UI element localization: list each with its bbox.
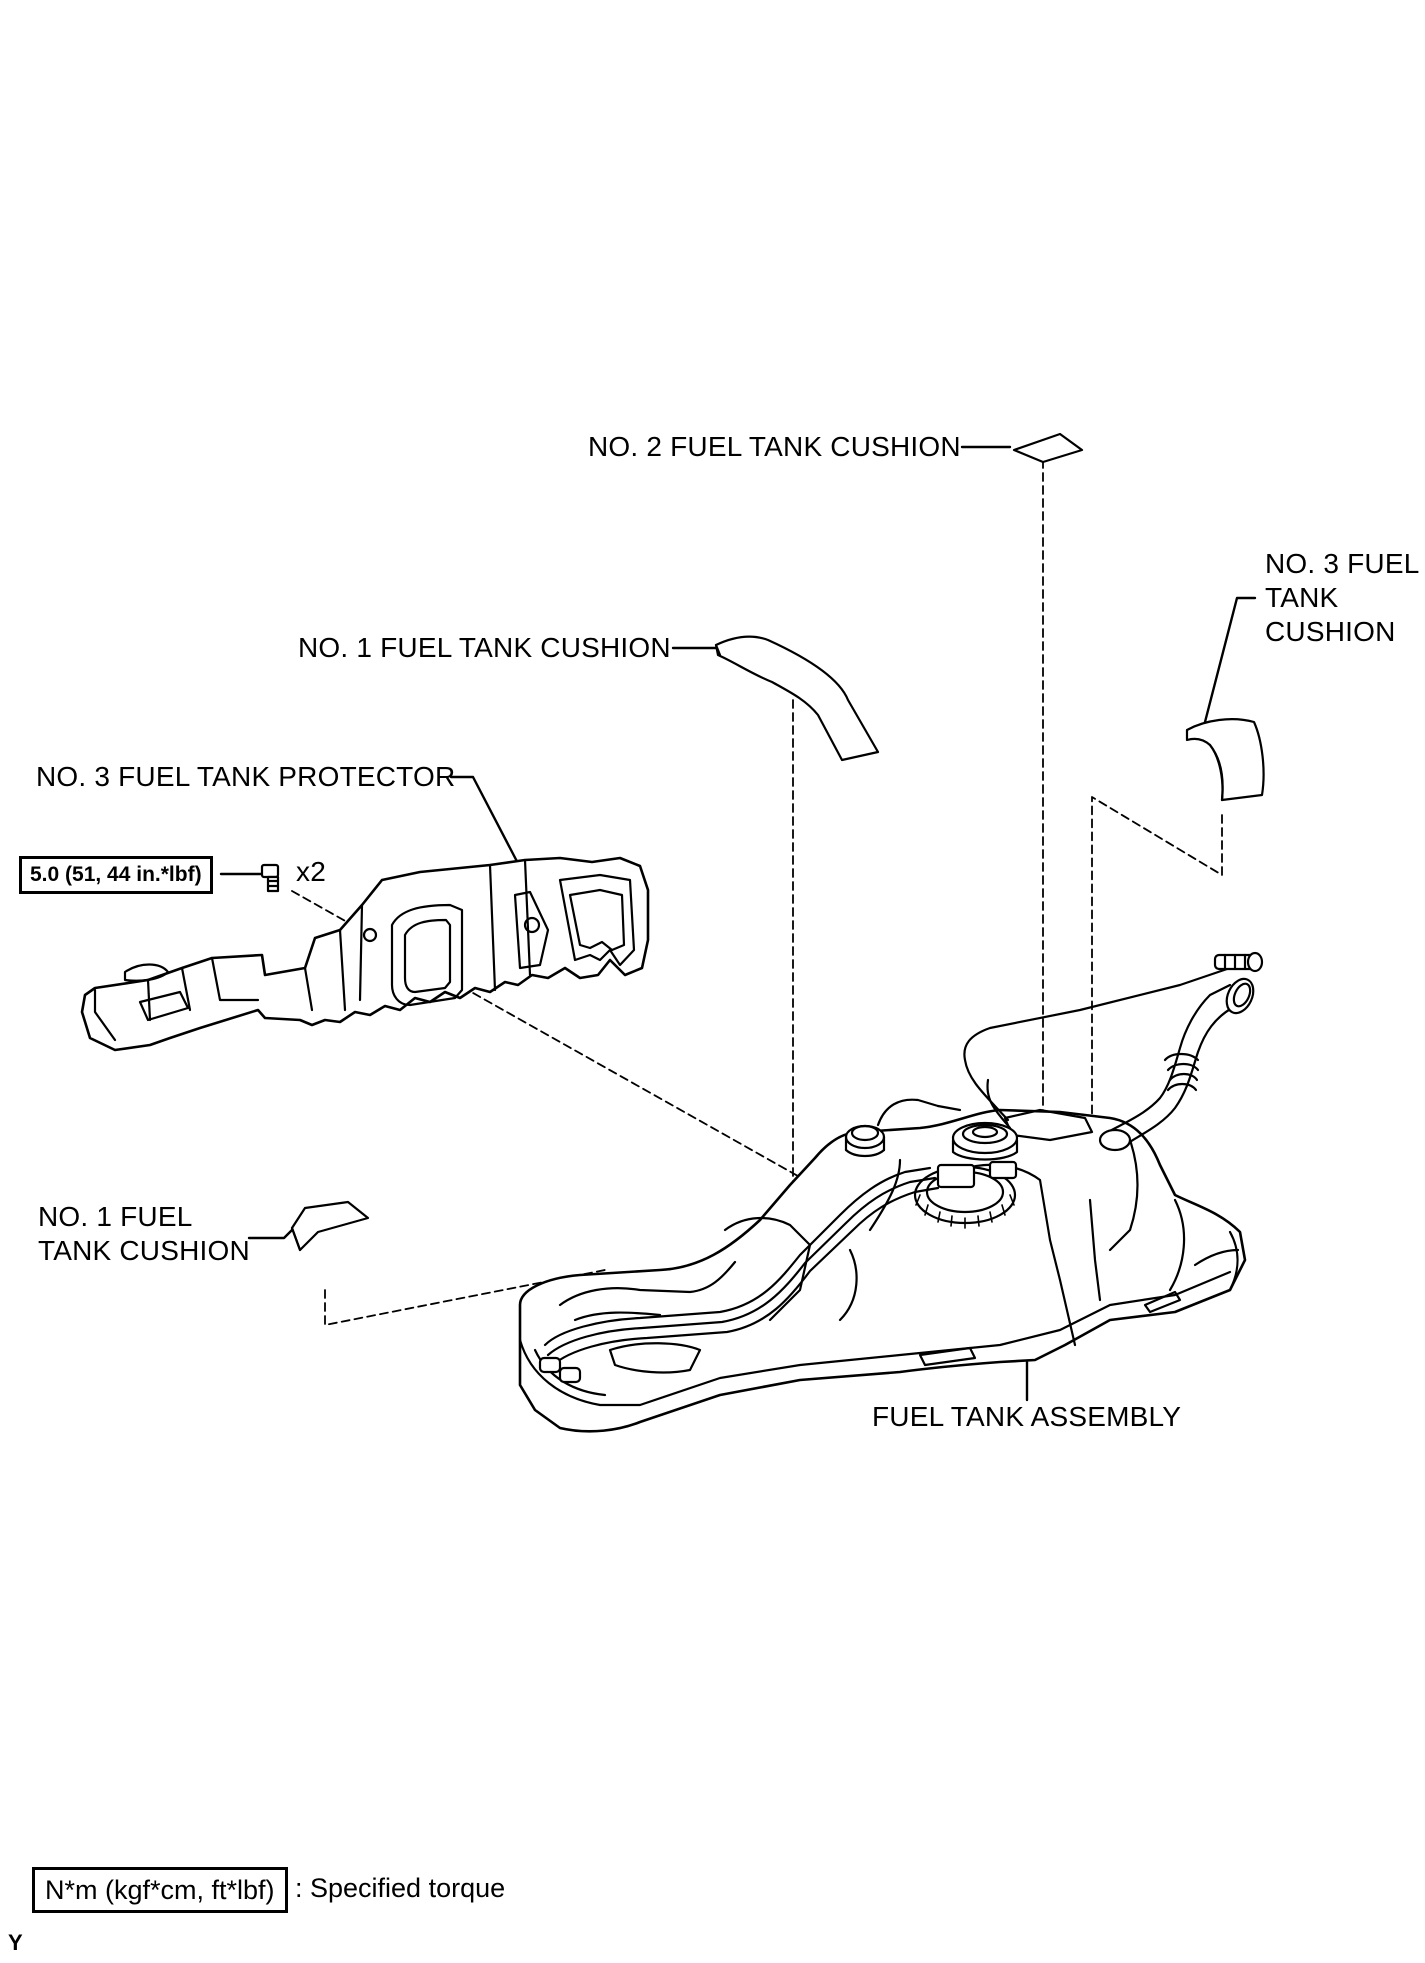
- no3-protector-shape: [80, 856, 650, 1052]
- fuel-tank-shape: [518, 951, 1264, 1433]
- torque-spec-box: 5.0 (51, 44 in.*lbf): [19, 856, 213, 894]
- legend-torque-box: N*m (kgf*cm, ft*lbf): [32, 1867, 288, 1913]
- no3-cushion-shape: [1185, 718, 1265, 802]
- no1-cushion-top-shape: [714, 635, 880, 762]
- label-no2-fuel-tank-cushion: NO. 2 FUEL TANK CUSHION: [588, 431, 961, 462]
- label-no3-fuel-tank-protector: NO. 3 FUEL TANK PROTECTOR: [36, 761, 456, 792]
- label-no3-fuel-tank-cushion: NO. 3 FUEL TANK CUSHION: [1265, 547, 1419, 649]
- label-no3-cushion-line1: NO. 3 FUEL: [1265, 548, 1420, 579]
- leader-lines: [219, 445, 1257, 1402]
- no2-cushion-shape: [1012, 432, 1084, 464]
- label-no1-left-line1: NO. 1 FUEL: [38, 1201, 193, 1232]
- figure-code: Y: [8, 1930, 23, 1955]
- no1-cushion-left-shape: [290, 1200, 370, 1252]
- label-no3-cushion-line2: TANK: [1265, 582, 1339, 613]
- bolt-quantity: x2: [296, 856, 326, 887]
- legend-torque-description: : Specified torque: [295, 1873, 506, 1903]
- label-fuel-tank-assembly: FUEL TANK ASSEMBLY: [872, 1401, 1182, 1432]
- label-no3-cushion-line3: CUSHION: [1265, 616, 1396, 647]
- label-no1-fuel-tank-cushion-left: NO. 1 FUEL TANK CUSHION: [38, 1200, 250, 1268]
- label-no1-fuel-tank-cushion-top: NO. 1 FUEL TANK CUSHION: [298, 632, 671, 663]
- bolt-shape: [260, 863, 280, 893]
- label-no1-left-line2: TANK CUSHION: [38, 1235, 250, 1266]
